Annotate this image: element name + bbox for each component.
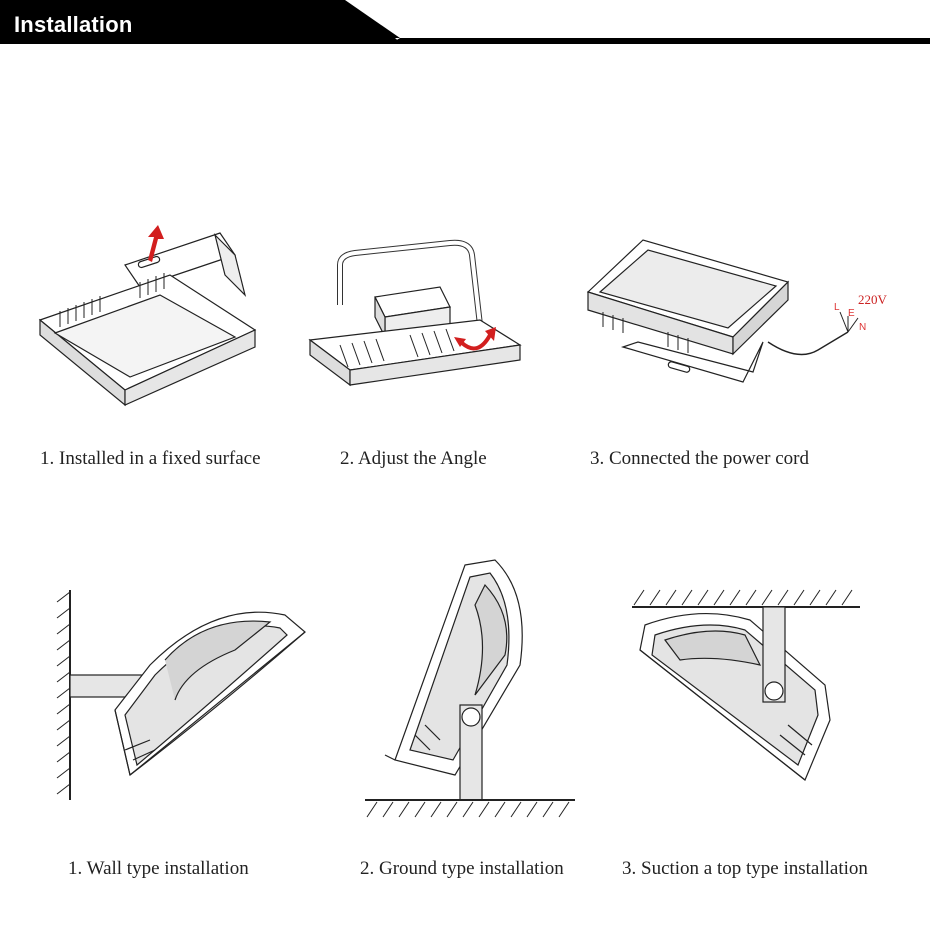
step3-illustration: L E N 220V	[586, 239, 888, 383]
step3-caption: 3. Connected the power cord	[590, 448, 809, 469]
ceiling-installation-illustration	[632, 589, 860, 781]
step1-illustration	[38, 225, 257, 407]
voltage-label: 220V	[858, 292, 888, 307]
mode1-caption: 1. Wall type installation	[68, 858, 249, 879]
ground-installation-illustration	[365, 559, 575, 818]
step2-caption: 2. Adjust the Angle	[340, 448, 487, 469]
step1-caption: 1. Installed in a fixed surface	[40, 448, 261, 469]
step2-illustration	[308, 239, 522, 387]
wire-label-e: E	[848, 308, 855, 319]
wire-label-l: L	[834, 302, 840, 313]
wire-label-n: N	[859, 322, 866, 333]
mode2-caption: 2. Ground type installation	[360, 858, 564, 879]
header-banner-shape	[0, 0, 930, 44]
wall-installation-illustration	[56, 590, 306, 800]
header-banner: Installation	[0, 0, 930, 52]
mode3-caption: 3. Suction a top type installation	[622, 858, 868, 879]
page-title: Installation	[14, 12, 133, 37]
